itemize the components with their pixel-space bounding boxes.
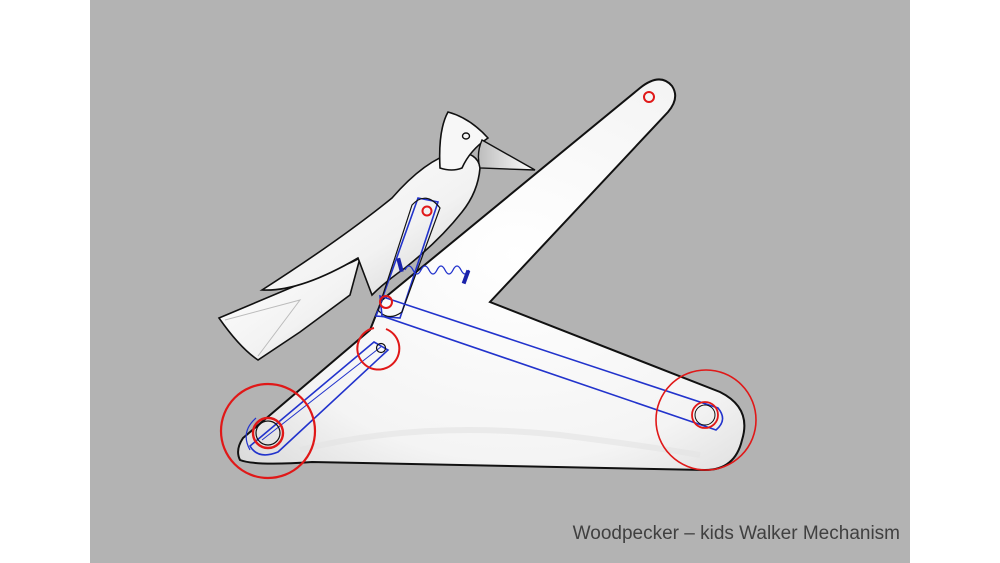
top-pivot xyxy=(643,91,655,103)
rear-wheel-hub xyxy=(691,401,719,429)
bird-eye xyxy=(461,132,471,140)
bird-head xyxy=(438,111,490,171)
rear-link xyxy=(379,294,724,431)
bird-body xyxy=(259,151,481,297)
bird-pivot xyxy=(421,205,433,217)
bird-tail-inner xyxy=(224,299,302,357)
crank-disc xyxy=(356,327,401,371)
link-joint-pivot xyxy=(379,295,393,309)
bird-beak xyxy=(477,139,536,171)
spring-end-left xyxy=(396,257,404,273)
crank-pivot xyxy=(375,342,387,354)
rear-wheel-hub-inner xyxy=(694,404,716,426)
crank-link xyxy=(248,341,390,456)
rear-wheel xyxy=(655,369,757,471)
spring xyxy=(404,265,470,275)
front-wheel xyxy=(219,382,317,480)
spring-end-right xyxy=(461,269,471,285)
front-wheel-hub xyxy=(251,416,285,450)
front-wheel-hub-inner xyxy=(255,420,281,446)
frame-shading xyxy=(299,427,701,458)
bird-tail xyxy=(217,256,362,361)
front-wheel-hub-ring xyxy=(245,417,257,451)
slide-caption: Woodpecker – kids Walker Mechanism xyxy=(572,523,900,544)
